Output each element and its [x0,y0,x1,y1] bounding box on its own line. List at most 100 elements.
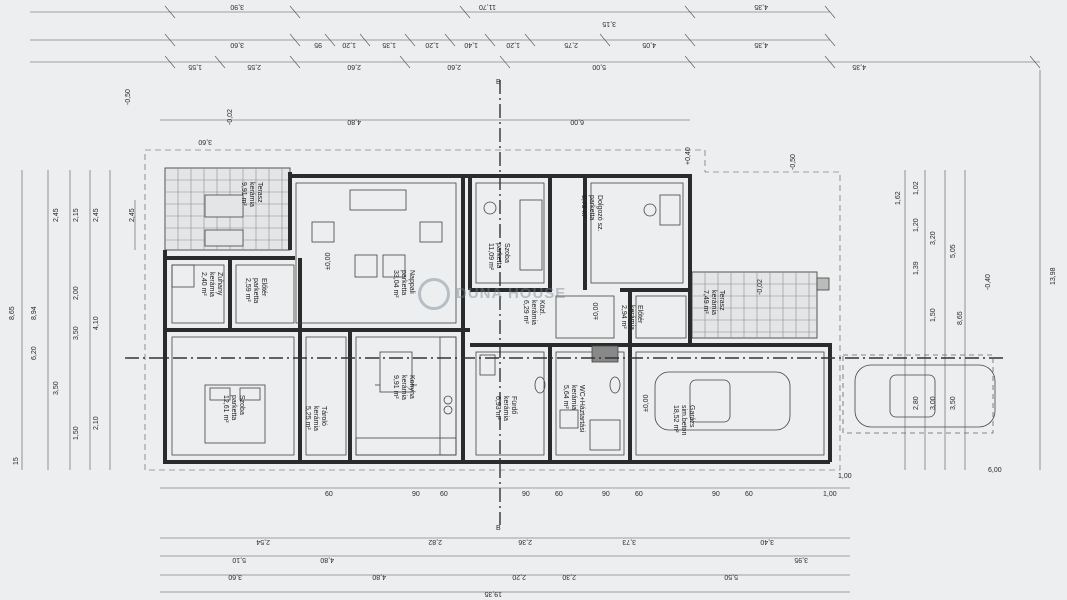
right-dimension-lines: 1,62 1,02 1,20 1,39 1,50 3,20 5,05 8,65 … [895,70,1057,474]
svg-text:Szoba: Szoba [238,395,245,415]
svg-text:Előtér: Előtér [260,278,267,297]
svg-text:-0,02: -0,02 [757,279,764,295]
room-furdo: Fürdő kerámia 6,93 m² [494,396,517,421]
svg-text:6,00: 6,00 [988,467,1002,474]
svg-text:2,00: 2,00 [73,286,80,300]
svg-text:2,45: 2,45 [53,208,60,222]
svg-text:95: 95 [314,41,322,48]
svg-text:2,60: 2,60 [447,63,461,70]
svg-text:1,00: 1,00 [823,491,837,498]
svg-text:6,93 m²: 6,93 m² [494,396,501,420]
svg-text:Dolgozó sz.: Dolgozó sz. [596,195,603,232]
room-terasz-right: Terasz kerámia 7,49 m² [702,290,725,315]
svg-text:kerámia: kerámia [502,396,509,421]
svg-text:B: B [496,525,501,532]
svg-text:kerámia: kerámia [208,272,215,297]
watermark-logo-icon [418,278,450,310]
svg-text:2,15: 2,15 [73,208,80,222]
svg-text:12,61 m²: 12,61 m² [222,395,229,423]
room-nappali: Nappali parketta 33,04 m² [392,270,415,298]
level-marks: ±0,00 ±0,00 ±0,00 -0,02 -0,02 -0,40 -0,5… [125,89,992,412]
svg-text:8,65: 8,65 [957,311,964,325]
svg-text:1,20: 1,20 [506,41,520,48]
svg-text:60: 60 [440,491,448,498]
room-eloter-right: Előtér kerámia 2,94 m² [620,305,643,330]
svg-text:3,95: 3,95 [794,556,808,563]
plot-boundary [144,149,994,471]
svg-text:6,29 m²: 6,29 m² [522,300,529,324]
svg-text:19,35: 19,35 [484,590,502,597]
svg-text:3,50: 3,50 [53,381,60,395]
svg-text:4,35: 4,35 [754,3,768,10]
svg-text:1,00: 1,00 [838,473,852,480]
svg-text:Nappali: Nappali [408,270,415,294]
svg-text:60: 60 [555,491,563,498]
svg-text:1,55: 1,55 [188,63,202,70]
watermark: DUNA HOUSE [418,278,566,310]
svg-text:4,05: 4,05 [642,41,656,48]
svg-text:90: 90 [712,491,720,498]
svg-text:2,75: 2,75 [564,41,578,48]
svg-text:9,91 m²: 9,91 m² [392,375,399,399]
svg-text:B: B [496,79,501,86]
svg-text:-0,50: -0,50 [125,89,132,105]
svg-text:-0,40: -0,40 [985,274,992,290]
svg-text:±0,00: ±0,00 [325,252,332,270]
terrace-left-hatch [164,167,291,251]
svg-text:-0,50: -0,50 [790,154,797,170]
watermark-text: DUNA HOUSE [456,284,567,302]
svg-text:parketta: parketta [400,270,407,295]
svg-text:+0,40: +0,40 [685,147,692,165]
svg-text:3,60: 3,60 [228,573,242,580]
svg-text:kerámia: kerámia [628,305,635,330]
svg-text:4,35: 4,35 [852,63,866,70]
room-kozl: Közl. kerámia 6,29 m² [522,300,545,325]
svg-text:kerámia: kerámia [400,375,407,400]
room-tarolo: Tároló kerámia 5,25 m² [304,406,327,431]
svg-text:15: 15 [13,457,20,465]
svg-text:Garázs: Garázs [688,405,695,428]
svg-text:kerámia: kerámia [710,290,717,315]
svg-text:2,30: 2,30 [562,573,576,580]
svg-text:2,45: 2,45 [129,208,136,222]
svg-text:1,50: 1,50 [930,308,937,322]
svg-text:Közl.: Közl. [538,300,545,316]
svg-text:Terasz: Terasz [256,182,263,203]
svg-text:4,80: 4,80 [320,556,334,563]
svg-text:3,40: 3,40 [760,538,774,545]
svg-text:±0,00: ±0,00 [643,394,650,412]
room-konyha: Konyha kerámia 9,91 m² [392,375,415,400]
svg-text:1,20: 1,20 [913,218,920,232]
room-zuhany: Zuhany kerámia 2,40 m² [200,272,223,297]
svg-text:5,05: 5,05 [950,244,957,258]
svg-text:Zuhany: Zuhany [216,272,223,296]
svg-text:3,60: 3,60 [230,41,244,48]
svg-text:1,62: 1,62 [895,191,902,205]
svg-text:parketta: parketta [252,278,259,303]
svg-text:2,20: 2,20 [512,573,526,580]
svg-text:13,98: 13,98 [1050,267,1057,285]
svg-text:90: 90 [412,491,420,498]
svg-text:2,36: 2,36 [518,538,532,545]
svg-text:kerámia: kerámia [530,300,537,325]
svg-text:3,20: 3,20 [930,231,937,245]
svg-text:Tároló: Tároló [320,406,327,426]
svg-text:WC+Háztartási: WC+Háztartási [578,385,585,433]
svg-text:1,39: 1,39 [913,261,920,275]
svg-text:Előtér: Előtér [636,305,643,324]
svg-text:9,91 m²: 9,91 m² [240,182,247,206]
svg-text:8,65: 8,65 [9,306,16,320]
svg-text:60: 60 [745,491,753,498]
svg-text:1,20: 1,20 [342,41,356,48]
svg-text:5,25 m²: 5,25 m² [304,406,311,430]
room-eloter-left: Előtér parketta 2,59 m² [244,278,267,303]
svg-text:2,45: 2,45 [93,208,100,222]
svg-text:90: 90 [602,491,610,498]
svg-text:kerámia: kerámia [312,406,319,431]
section-axes: B B [125,79,1005,532]
svg-text:5,00: 5,00 [592,63,606,70]
furniture [171,189,996,456]
svg-text:parketta: parketta [495,243,502,268]
bottom-dimension-lines: 60 90 60 90 60 90 60 90 60 1,00 1,00 2,5… [160,473,852,597]
